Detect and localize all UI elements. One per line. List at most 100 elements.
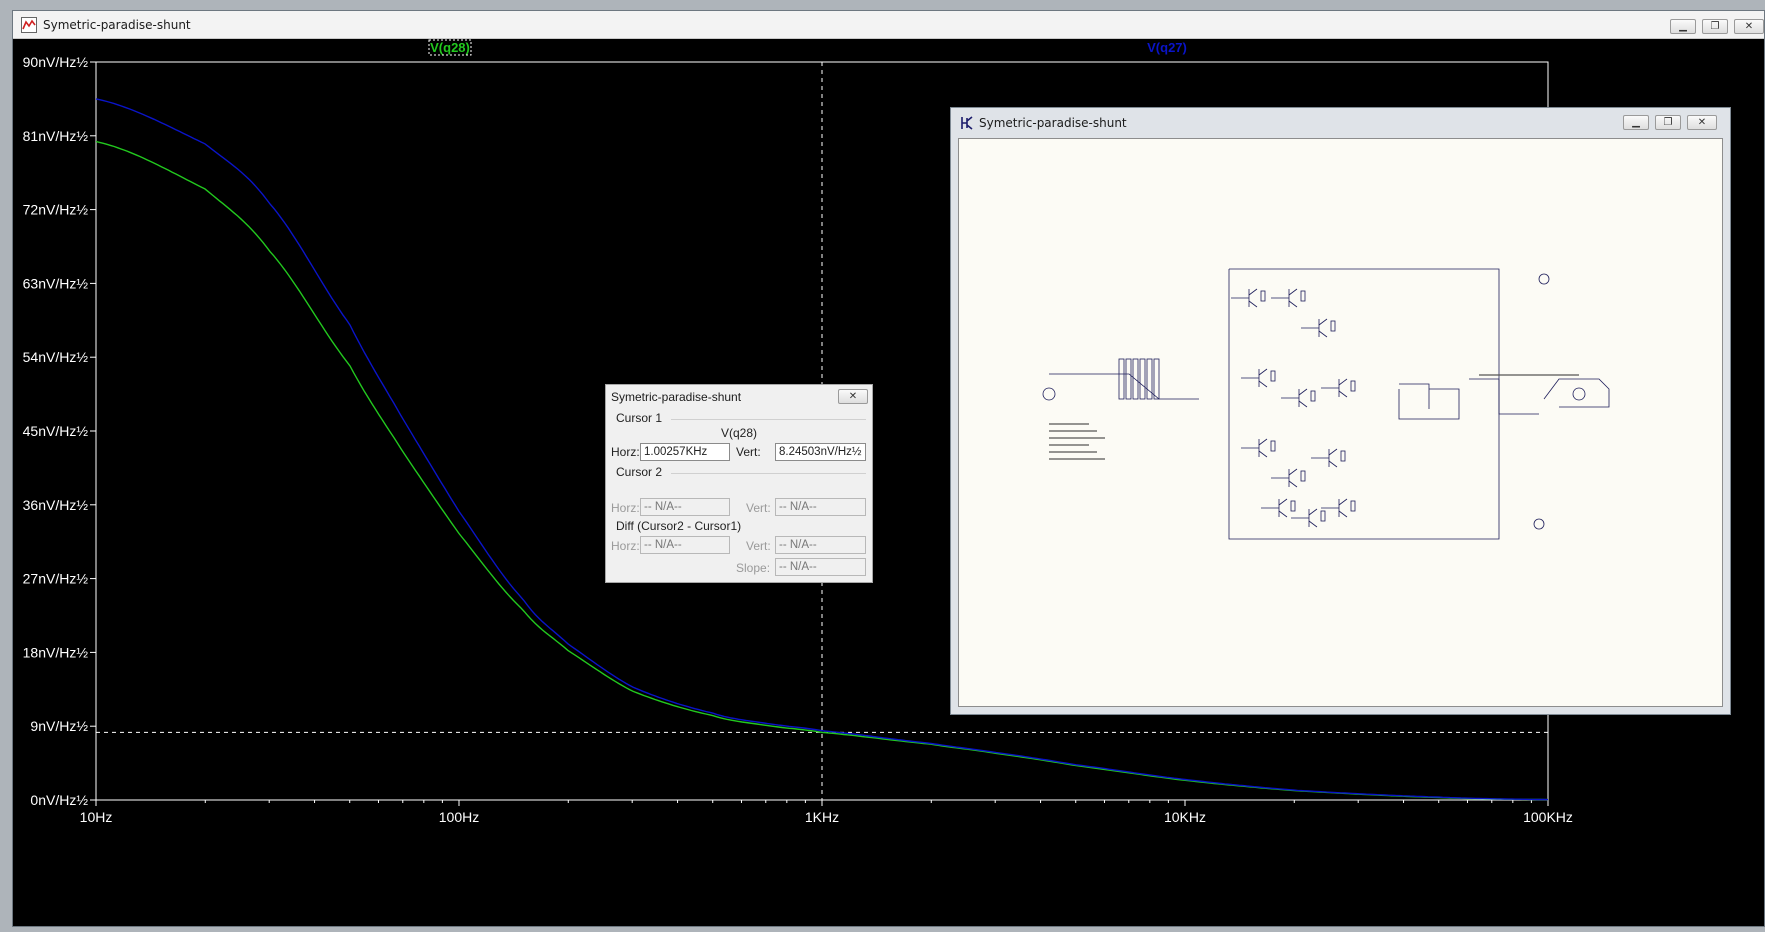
y-tick-label: 54nV/Hz½ bbox=[23, 349, 89, 365]
transistor-symbol bbox=[1338, 498, 1348, 506]
resistor-symbol bbox=[1270, 370, 1276, 382]
x-tick-label: 100Hz bbox=[439, 809, 479, 825]
transistor-symbol bbox=[1288, 288, 1298, 296]
diff-horz-label: Horz: bbox=[611, 539, 640, 553]
trace-label-vq27[interactable]: V(q27) bbox=[1147, 40, 1187, 55]
transistor-symbol bbox=[1258, 438, 1268, 446]
output-network-wire bbox=[1398, 388, 1460, 420]
schematic-minimize-button[interactable]: ▁ bbox=[1623, 115, 1649, 130]
circuit-schematic-drawing bbox=[1042, 268, 1610, 540]
transistor-symbol bbox=[1278, 510, 1288, 518]
y-tick-label: 0nV/Hz½ bbox=[30, 792, 88, 808]
x-tick-label: 100KHz bbox=[1523, 809, 1573, 825]
input-network-symbol bbox=[1139, 358, 1146, 400]
schematic-close-button[interactable]: ✕ bbox=[1687, 115, 1717, 130]
transistor-symbol bbox=[1338, 378, 1348, 386]
x-tick-label: 10Hz bbox=[80, 809, 113, 825]
diff-slope-field[interactable]: -- N/A-- bbox=[775, 558, 866, 576]
cursor2-group-label: Cursor 2 bbox=[616, 465, 663, 479]
resistor-symbol bbox=[1350, 380, 1356, 392]
schematic-canvas[interactable] bbox=[958, 138, 1723, 707]
cursor2-vert-field[interactable]: -- N/A-- bbox=[775, 498, 866, 516]
plot-titlebar[interactable]: Symetric-paradise-shunt ▁ ❐ ✕ bbox=[13, 11, 1764, 39]
schematic-window[interactable]: Symetric-paradise-shunt ▁ ❐ ✕ bbox=[950, 107, 1731, 715]
minimize-button[interactable]: ▁ bbox=[1670, 19, 1696, 34]
cursor2-group-divider bbox=[671, 473, 866, 474]
supply-source-symbol bbox=[1533, 518, 1545, 530]
trace-label-vq28[interactable]: V(q28) bbox=[430, 40, 470, 55]
close-icon: ✕ bbox=[1744, 21, 1754, 32]
cursor2-horz-label: Horz: bbox=[611, 501, 640, 515]
noise-chart[interactable]: 0nV/Hz½ 9nV/Hz½ 18nV/Hz½ 27nV/Hz½ 36nV/Hz½ 45… bbox=[13, 39, 1765, 928]
transistor-symbol bbox=[1328, 448, 1338, 456]
waveform-app-icon bbox=[21, 17, 37, 37]
transistor-symbol bbox=[1338, 390, 1348, 398]
diff-horz-field[interactable]: -- N/A-- bbox=[640, 536, 730, 554]
y-tick-label: 45nV/Hz½ bbox=[23, 423, 89, 439]
cursor-readout-dialog[interactable]: Symetric-paradise-shunt ✕ Cursor 1 V(q28… bbox=[605, 384, 873, 583]
x-tick-label: 1KHz bbox=[805, 809, 839, 825]
transistor-symbol bbox=[1288, 300, 1298, 308]
y-tick-label: 9nV/Hz½ bbox=[30, 718, 88, 734]
diff-slope-label: Slope: bbox=[736, 561, 771, 575]
transistor-symbol bbox=[1248, 300, 1258, 308]
input-wire bbox=[1049, 373, 1199, 400]
diff-group-label: Diff (Cursor2 - Cursor1) bbox=[616, 519, 742, 533]
cursor1-horz-field[interactable]: 1.00257KHz bbox=[640, 443, 730, 461]
cursor2-vert-label: Vert: bbox=[746, 501, 771, 515]
schematic-window-title: Symetric-paradise-shunt bbox=[979, 116, 1127, 130]
resistor-symbol bbox=[1290, 500, 1296, 512]
trace-label-selection-box bbox=[428, 39, 472, 56]
y-tick-label: 63nV/Hz½ bbox=[23, 275, 89, 291]
transistor-symbol bbox=[1298, 400, 1308, 408]
transistor-symbol bbox=[1318, 330, 1328, 338]
close-button[interactable]: ✕ bbox=[1734, 19, 1764, 34]
input-network-symbol bbox=[1146, 358, 1153, 400]
load-source-symbol bbox=[1572, 387, 1586, 401]
transistor-symbol bbox=[1338, 510, 1348, 518]
series-line-vq27 bbox=[95, 98, 1549, 801]
transistor-symbol bbox=[1308, 508, 1318, 516]
restore-icon: ❐ bbox=[1710, 21, 1720, 32]
transistor-symbol bbox=[1328, 460, 1338, 468]
cursor-dialog-close-button[interactable]: ✕ bbox=[838, 389, 868, 404]
y-tick-label: 36nV/Hz½ bbox=[23, 497, 89, 513]
input-network-symbol bbox=[1118, 358, 1125, 400]
resistor-symbol bbox=[1300, 290, 1306, 302]
x-tick-label: 10KHz bbox=[1164, 809, 1206, 825]
close-icon: ✕ bbox=[848, 391, 858, 402]
transistor-symbol bbox=[1298, 388, 1308, 396]
cursor1-vert-field[interactable]: 8.24503nV/Hz½ bbox=[775, 443, 866, 461]
supply-source-symbol bbox=[1538, 273, 1550, 285]
output-network-wire bbox=[1399, 383, 1430, 409]
diff-vert-field[interactable]: -- N/A-- bbox=[775, 536, 866, 554]
transistor-symbol bbox=[1258, 450, 1268, 458]
minimize-icon: ▁ bbox=[1632, 117, 1640, 128]
cursor1-vert-label: Vert: bbox=[736, 445, 761, 459]
schematic-maximize-button[interactable]: ❐ bbox=[1655, 115, 1681, 130]
resistor-symbol bbox=[1340, 450, 1346, 462]
schematic-rail-wire bbox=[1228, 268, 1500, 540]
cursor2-horz-field[interactable]: -- N/A-- bbox=[640, 498, 730, 516]
restore-icon: ❐ bbox=[1663, 117, 1673, 128]
transistor-symbol bbox=[1248, 288, 1258, 296]
resistor-symbol bbox=[1350, 500, 1356, 512]
cursor1-group-label: Cursor 1 bbox=[616, 411, 663, 425]
y-tick-label: 27nV/Hz½ bbox=[23, 571, 89, 587]
resistor-symbol bbox=[1310, 390, 1316, 402]
y-tick-label: 18nV/Hz½ bbox=[23, 644, 89, 660]
y-tick-label: 72nV/Hz½ bbox=[23, 202, 89, 218]
transistor-symbol bbox=[1308, 520, 1318, 528]
close-icon: ✕ bbox=[1697, 117, 1707, 128]
schematic-app-icon bbox=[959, 115, 975, 135]
maximize-button[interactable]: ❐ bbox=[1702, 19, 1728, 34]
y-tick-label: 90nV/Hz½ bbox=[23, 54, 89, 70]
cursor1-group-divider bbox=[671, 419, 866, 420]
transistor-symbol bbox=[1258, 368, 1268, 376]
resistor-symbol bbox=[1330, 320, 1336, 332]
resistor-symbol bbox=[1270, 440, 1276, 452]
resistor-symbol bbox=[1260, 290, 1266, 302]
transistor-symbol bbox=[1288, 480, 1298, 488]
signal-source-symbol bbox=[1042, 387, 1056, 401]
plot-area[interactable]: 0nV/Hz½ 9nV/Hz½ 18nV/Hz½ 27nV/Hz½ 36nV/Hz½ 45… bbox=[13, 39, 1765, 928]
